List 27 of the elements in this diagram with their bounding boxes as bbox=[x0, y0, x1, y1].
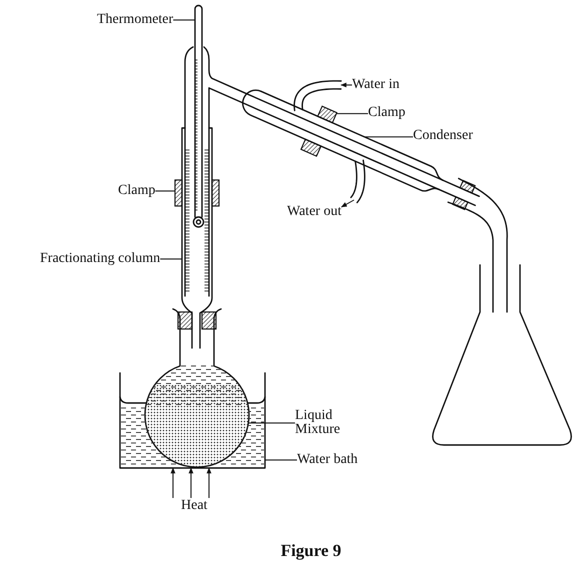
figure-caption: Figure 9 bbox=[280, 541, 342, 561]
part-label: Clamp bbox=[118, 183, 156, 199]
part-label: Fractionating column bbox=[40, 251, 160, 267]
arrow bbox=[340, 82, 352, 88]
leader-line bbox=[160, 258, 182, 260]
arrow bbox=[206, 467, 212, 498]
part-label: Condenser bbox=[413, 128, 473, 144]
arrow bbox=[340, 200, 354, 208]
fractionating-column bbox=[181, 46, 248, 349]
part-label: Heat bbox=[181, 498, 208, 514]
arrow bbox=[188, 467, 194, 498]
part-label: Liquid Mixture bbox=[295, 409, 345, 437]
water-outlet-tube bbox=[350, 160, 366, 204]
water-bath bbox=[119, 363, 266, 469]
clamp bbox=[174, 179, 220, 207]
thermometer bbox=[192, 4, 204, 228]
part-label: Water out bbox=[287, 204, 342, 220]
leader-line bbox=[248, 422, 296, 424]
part-label: Water in bbox=[352, 77, 400, 93]
part-label: Thermometer bbox=[97, 12, 174, 28]
part-label: Clamp bbox=[368, 105, 406, 121]
arrow bbox=[170, 467, 176, 498]
leader-line bbox=[364, 136, 414, 138]
leader-line bbox=[154, 190, 176, 192]
water-inlet-tube bbox=[294, 80, 342, 112]
part-label: Water bath bbox=[297, 452, 358, 468]
leader-line bbox=[336, 113, 368, 114]
